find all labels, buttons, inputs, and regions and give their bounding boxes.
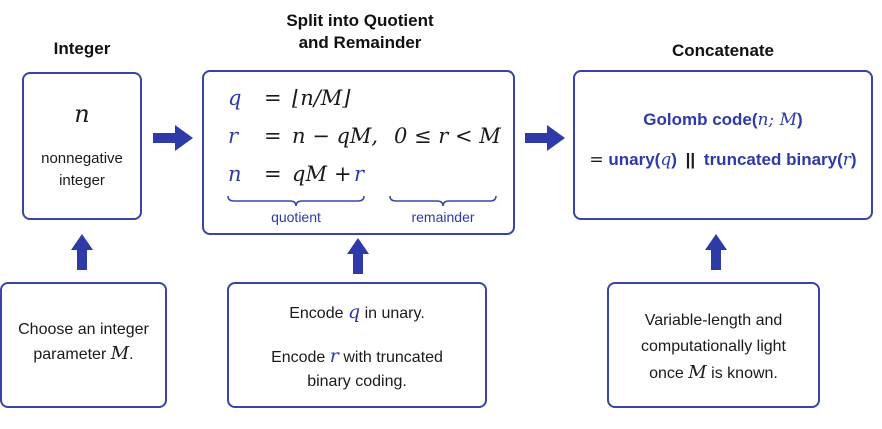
note-encode-q: Encode q in unary. (289, 301, 425, 323)
arrow-right-icon (153, 125, 193, 151)
note-properties-text: Variable-length and computationally ligh… (609, 308, 818, 387)
eq3-plus: + (334, 162, 352, 186)
arrow-right-icon (525, 125, 565, 151)
heading-split: Split into Quotient and Remainder (230, 10, 490, 54)
heading-integer: Integer (53, 39, 111, 58)
arrow-up-icon (705, 234, 727, 270)
integer-symbol: n (74, 100, 90, 128)
golomb-definition-line: = unary(q) || truncated binary(r) (575, 150, 871, 170)
note-right-line3: once M is known. (649, 362, 778, 383)
equation-remainder: r = n − qM, 0 ≤ r < M (228, 124, 508, 149)
eq1-lhs: q (228, 86, 242, 110)
note-left-line2: parameter M. (33, 343, 134, 364)
integer-box: n nonnegative integer (22, 72, 142, 220)
golomb-suffix: ) (797, 110, 803, 129)
heading-split-line2: and Remainder (298, 33, 422, 52)
note-properties: Variable-length and computationally ligh… (607, 282, 820, 408)
eq1-rhs: ⌊n/M⌋ (292, 86, 351, 110)
eq3-lhs: n (228, 162, 242, 186)
arrow-up-icon (347, 238, 369, 274)
eq1-op: = (264, 86, 282, 110)
equation-quotient: q = ⌊n/M⌋ (228, 86, 351, 111)
integer-desc-line2: integer (59, 172, 105, 189)
note-encode-r: Encode r with truncated binary coding. (271, 345, 443, 390)
split-box: q = ⌊n/M⌋ r = n − qM, 0 ≤ r < M n = qM +… (202, 70, 515, 235)
eq2-condition: 0 ≤ r < M (394, 124, 501, 148)
eq3-rhs-q: qM (292, 162, 327, 186)
note-right-line2: computationally light (641, 338, 786, 355)
equation-reconstruct: n = qM + r (228, 162, 508, 187)
label-remainder: remainder (411, 209, 475, 225)
note-left-line1: Choose an integer (18, 321, 149, 338)
integer-desc-line1: nonnegative (41, 150, 123, 167)
arrow-up-icon (71, 234, 93, 270)
heading-concatenate: Concatenate (671, 41, 775, 60)
integer-description: nonnegative integer (24, 148, 140, 192)
golomb-args: n; M (757, 110, 798, 130)
heading-split-line1: Split into Quotient (286, 11, 434, 30)
truncated-binary-label: truncated binary(r) (703, 150, 857, 170)
golomb-prefix: Golomb code( (643, 110, 758, 129)
eq2-op: = (264, 124, 282, 148)
note-choose-parameter-text: Choose an integer parameter M. (2, 318, 165, 367)
note-right-line1: Variable-length and (644, 312, 783, 329)
eq2-rhs: n − qM, (292, 124, 379, 148)
golomb-code-line: Golomb code(n; M) (575, 110, 871, 130)
unary-label: unary(q) (608, 150, 677, 170)
note-encode: Encode q in unary. Encode r with truncat… (227, 282, 487, 408)
eq3-op: = (264, 162, 282, 186)
label-quotient: quotient (271, 209, 321, 225)
brace-remainder-icon (389, 195, 497, 207)
concat-separator: || (685, 150, 696, 169)
eq3-rhs-r: r (354, 162, 365, 186)
brace-quotient-icon (227, 195, 365, 207)
note-choose-parameter: Choose an integer parameter M. (0, 282, 167, 408)
eq2-lhs: r (228, 124, 239, 148)
concatenate-box: Golomb code(n; M) = unary(q) || truncate… (573, 70, 873, 220)
definition-equals: = (589, 150, 604, 170)
